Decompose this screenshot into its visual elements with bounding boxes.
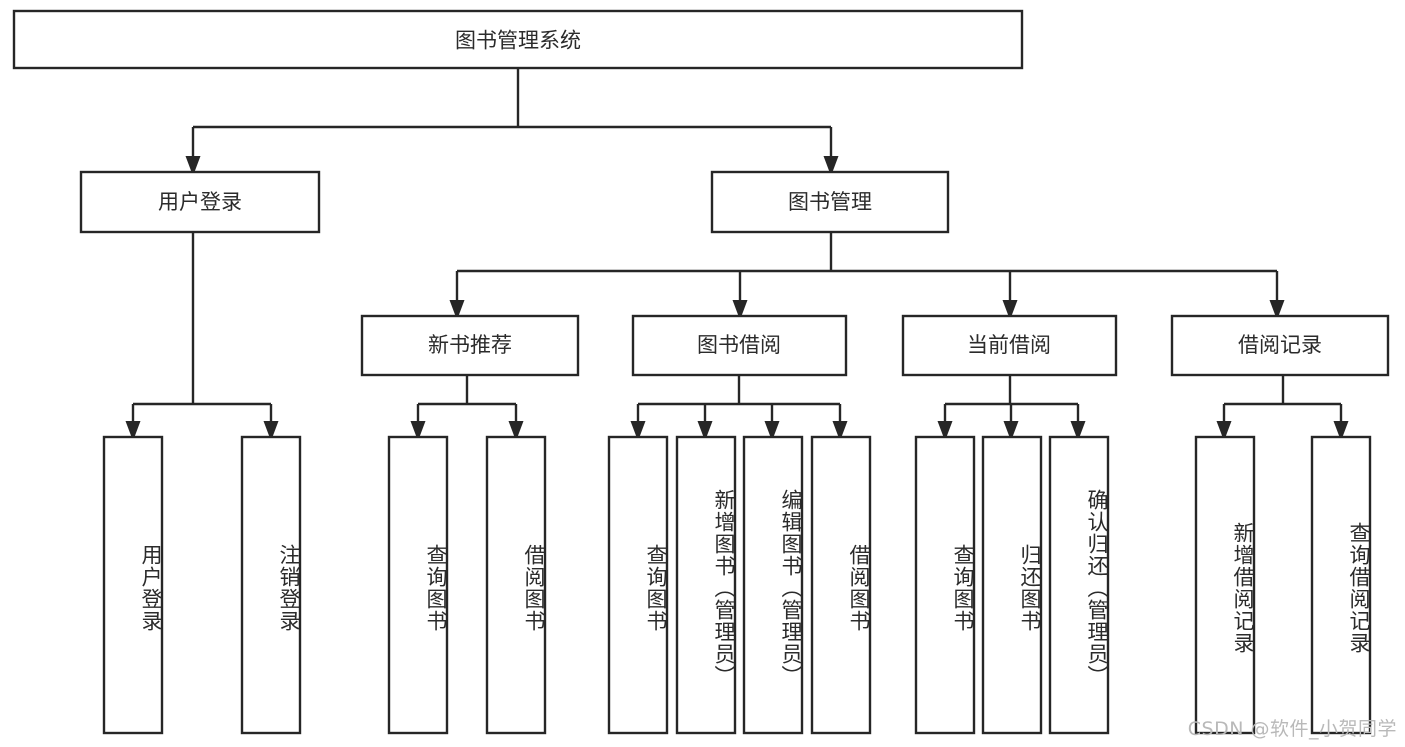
node-leaf-add-book[interactable]: 新增图书（管理员） xyxy=(675,435,737,735)
node-leaf-edit-book-box[interactable] xyxy=(742,435,804,735)
node-leaf-confirm-return[interactable]: 确认归还（管理员） xyxy=(1048,435,1110,735)
node-leaf-add-book-label: 新增图书（管理员） xyxy=(712,489,736,687)
node-leaf-logout-login-label: 注销登录 xyxy=(277,544,301,632)
node-book-manage-label: 图书管理 xyxy=(788,190,872,214)
node-leaf-return-book-label: 归还图书 xyxy=(1018,544,1042,632)
node-leaf-edit-book[interactable]: 编辑图书（管理员） xyxy=(742,435,804,735)
connector-group-book-manage xyxy=(449,232,1285,320)
node-leaf-add-book-box[interactable] xyxy=(675,435,737,735)
node-book-borrow[interactable]: 图书借阅 xyxy=(631,314,848,377)
connector-group-root xyxy=(185,68,839,176)
node-leaf-query-book-3[interactable]: 查询图书 xyxy=(914,435,976,735)
node-user-login-box[interactable] xyxy=(79,170,321,234)
node-leaf-add-record[interactable]: 新增借阅记录 xyxy=(1194,435,1256,735)
node-leaf-confirm-return-box[interactable] xyxy=(1048,435,1110,735)
node-leaf-borrow-book-1[interactable]: 借阅图书 xyxy=(485,435,547,735)
node-leaf-logout-login[interactable]: 注销登录 xyxy=(240,435,302,735)
node-book-manage[interactable]: 图书管理 xyxy=(710,170,950,234)
node-root-box[interactable] xyxy=(12,9,1024,70)
connector-group-user-login xyxy=(125,232,279,441)
node-leaf-borrow-book-1-label: 借阅图书 xyxy=(522,544,546,632)
node-leaf-user-login-box[interactable] xyxy=(102,435,164,735)
node-leaf-query-book-3-label: 查询图书 xyxy=(951,544,975,632)
node-leaf-query-book-1-box[interactable] xyxy=(387,435,449,735)
node-leaf-query-book-2-label: 查询图书 xyxy=(644,544,668,632)
node-leaf-logout-login-box[interactable] xyxy=(240,435,302,735)
node-book-manage-box[interactable] xyxy=(710,170,950,234)
node-leaf-add-record-box[interactable] xyxy=(1194,435,1256,735)
csdn-watermark: CSDN @软件_小贺同学 xyxy=(1187,718,1397,740)
node-root-label: 图书管理系统 xyxy=(455,29,581,53)
node-leaf-query-book-1[interactable]: 查询图书 xyxy=(387,435,449,735)
node-leaf-confirm-return-label: 确认归还（管理员） xyxy=(1085,489,1109,687)
node-leaf-borrow-book-2[interactable]: 借阅图书 xyxy=(810,435,872,735)
connector-group-borrow-record xyxy=(1216,375,1349,441)
node-leaf-borrow-book-2-box[interactable] xyxy=(810,435,872,735)
node-user-login[interactable]: 用户登录 xyxy=(79,170,321,234)
node-leaf-query-record[interactable]: 查询借阅记录 xyxy=(1310,435,1372,735)
node-user-login-label: 用户登录 xyxy=(158,190,242,214)
node-leaf-query-book-1-label: 查询图书 xyxy=(424,544,448,632)
node-leaf-return-book[interactable]: 归还图书 xyxy=(981,435,1043,735)
node-new-book-recommend[interactable]: 新书推荐 xyxy=(360,314,580,377)
node-new-book-recommend-box[interactable] xyxy=(360,314,580,377)
node-leaf-user-login[interactable]: 用户登录 xyxy=(102,435,164,735)
node-leaf-query-book-2[interactable]: 查询图书 xyxy=(607,435,669,735)
node-current-borrow-label: 当前借阅 xyxy=(967,333,1051,357)
node-leaf-query-record-label: 查询借阅记录 xyxy=(1347,522,1371,654)
node-borrow-record-box[interactable] xyxy=(1170,314,1390,377)
node-borrow-record[interactable]: 借阅记录 xyxy=(1170,314,1390,377)
node-leaf-return-book-box[interactable] xyxy=(981,435,1043,735)
node-new-book-recommend-label: 新书推荐 xyxy=(428,333,512,357)
node-current-borrow-box[interactable] xyxy=(901,314,1118,377)
node-leaf-query-book-3-box[interactable] xyxy=(914,435,976,735)
connector-group-new-book-recommend xyxy=(410,375,524,441)
connector-group-book-borrow xyxy=(630,375,848,441)
node-leaf-edit-book-label: 编辑图书（管理员） xyxy=(779,489,803,687)
node-book-borrow-box[interactable] xyxy=(631,314,848,377)
node-leaf-user-login-label: 用户登录 xyxy=(139,544,163,632)
node-book-borrow-label: 图书借阅 xyxy=(697,333,781,357)
node-leaf-borrow-book-2-label: 借阅图书 xyxy=(847,544,871,632)
node-borrow-record-label: 借阅记录 xyxy=(1238,333,1322,357)
node-leaf-query-record-box[interactable] xyxy=(1310,435,1372,735)
node-leaf-query-book-2-box[interactable] xyxy=(607,435,669,735)
node-current-borrow[interactable]: 当前借阅 xyxy=(901,314,1118,377)
node-leaf-add-record-label: 新增借阅记录 xyxy=(1231,522,1255,654)
node-root[interactable]: 图书管理系统 xyxy=(12,9,1024,70)
node-leaf-borrow-book-1-box[interactable] xyxy=(485,435,547,735)
connector-group-current-borrow xyxy=(937,375,1086,441)
